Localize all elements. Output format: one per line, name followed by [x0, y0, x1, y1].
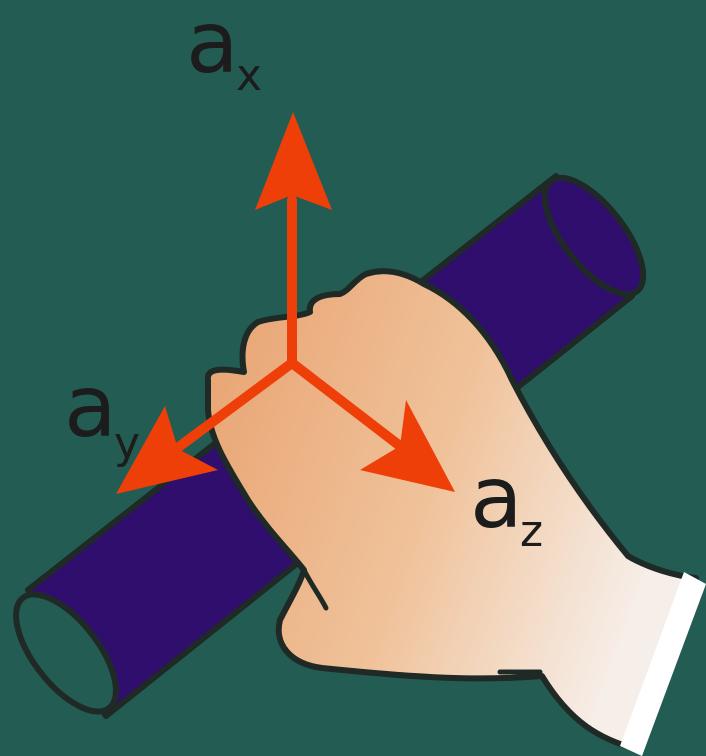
- sleeve-cuff: [620, 572, 706, 756]
- rod-left-end: [13, 591, 119, 715]
- ay-arrow-head: [116, 406, 218, 494]
- az-arrow-head: [360, 400, 455, 492]
- ax-arrow-head: [255, 112, 332, 210]
- label-az: az: [470, 448, 543, 557]
- axis-arrows: [116, 112, 455, 494]
- label-ax: ax: [186, 0, 262, 101]
- finger-crease: [301, 567, 329, 611]
- rod-right-cap: [541, 174, 647, 298]
- ay-arrow-shaft: [171, 358, 297, 454]
- az-arrow-shaft: [287, 358, 405, 451]
- label-ay: ay: [64, 357, 140, 469]
